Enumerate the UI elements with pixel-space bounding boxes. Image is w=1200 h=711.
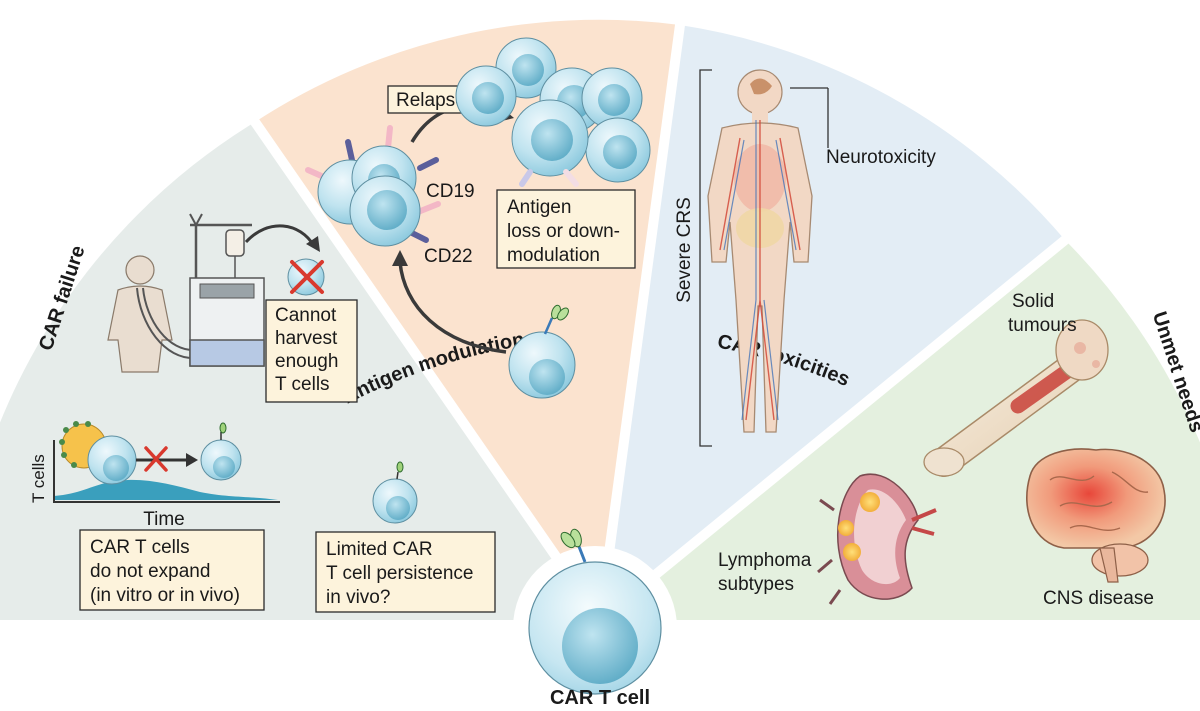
cross-icon-expansion [144, 446, 168, 472]
persistence-note: Limited CAR T cell persistence in vivo? [315, 531, 496, 613]
relapsed-cell-cluster [455, 37, 651, 187]
divider-3 [595, 235, 1070, 625]
graph-x-label: Time [143, 509, 185, 530]
label-cd22: CD22 [424, 246, 473, 267]
tumour-cell-cluster [317, 145, 421, 247]
center-label: CAR T cell [550, 687, 650, 709]
persistence-cell [372, 461, 418, 524]
patient-icon [107, 255, 173, 373]
svg-text:enough: enough [275, 351, 338, 372]
label-lymphoma-2: subtypes [718, 574, 794, 595]
graph-y-label: T cells [29, 454, 48, 503]
expansion-graph: T cells Time [29, 421, 280, 530]
relapse-cycle: CD19 CD22 Relapse Antigen loss o [305, 37, 651, 399]
svg-text:(in vitro or in vivo): (in vitro or in vivo) [90, 585, 240, 606]
car-t-cell-antigen [508, 304, 576, 399]
label-severe-crs: Severe CRS [674, 197, 695, 303]
divider-1 [250, 117, 605, 625]
bone-illustration [923, 319, 1109, 477]
label-cd19: CD19 [426, 181, 475, 202]
svg-text:CAR T cells: CAR T cells [90, 537, 190, 558]
antigen-loss-note: Antigen loss or down- modulation [496, 189, 636, 269]
human-body-illustration [707, 69, 813, 433]
label-solid-tumours-1: Solid [1012, 291, 1054, 312]
svg-text:T cell persistence: T cell persistence [326, 563, 474, 584]
svg-text:in vivo?: in vivo? [326, 587, 390, 608]
svg-text:modulation: modulation [507, 245, 600, 266]
brain-illustration [1026, 448, 1166, 583]
svg-text:Cannot: Cannot [275, 305, 337, 326]
apheresis-illustration [107, 213, 325, 373]
label-lymphoma-1: Lymphoma [718, 550, 812, 571]
svg-text:loss or down-: loss or down- [507, 221, 620, 242]
central-car-t-cell [528, 528, 662, 695]
svg-text:T cells: T cells [275, 374, 330, 395]
iv-bag-icon [225, 229, 245, 257]
svg-text:harvest: harvest [275, 328, 338, 349]
label-cns-disease: CNS disease [1043, 588, 1154, 609]
expansion-curve-area [54, 479, 278, 500]
harvest-note: Cannot harvest enough T cells [265, 299, 358, 403]
svg-text:do not expand: do not expand [90, 561, 210, 582]
crs-bracket [699, 69, 712, 447]
svg-text:Limited CAR: Limited CAR [326, 539, 433, 560]
divider-2 [595, 20, 685, 625]
label-relapse: Relapse [396, 90, 466, 111]
lymph-node-illustration [817, 473, 937, 605]
label-solid-tumours-2: tumours [1008, 315, 1077, 336]
expansion-note: CAR T cells do not expand (in vitro or i… [79, 529, 265, 611]
svg-text:Antigen: Antigen [507, 197, 571, 218]
label-neurotoxicity: Neurotoxicity [826, 147, 936, 168]
cross-icon [290, 260, 324, 294]
